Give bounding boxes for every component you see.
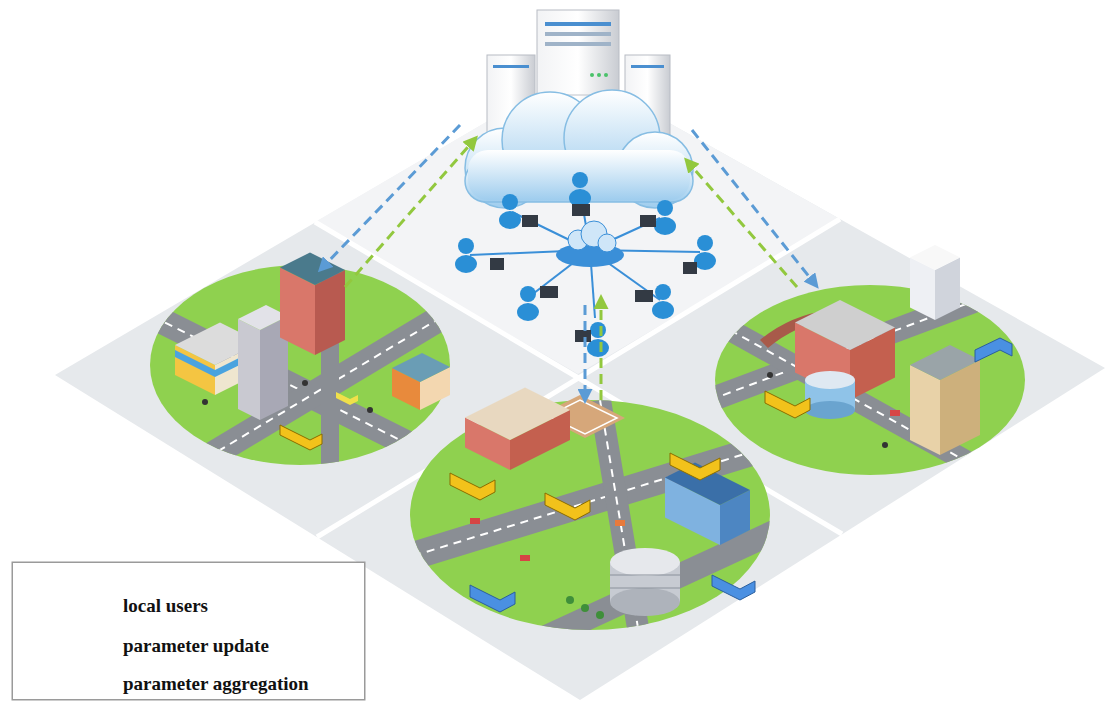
city-bottom xyxy=(610,588,680,589)
user-network xyxy=(490,258,504,270)
cloud-server xyxy=(493,65,529,68)
user-network xyxy=(697,235,713,251)
legend-samples xyxy=(10,562,365,700)
city-bottom xyxy=(610,588,680,616)
cloud-server xyxy=(545,32,611,36)
city-bottom xyxy=(670,453,720,480)
city-right xyxy=(765,391,810,418)
city-left xyxy=(140,253,470,481)
legend-row: local users xyxy=(13,591,364,621)
city-bottom xyxy=(520,555,530,561)
city-right xyxy=(805,401,855,419)
legend-samples xyxy=(12,562,365,700)
cloud-server xyxy=(604,73,608,77)
city-right xyxy=(890,410,900,416)
cloud-server xyxy=(590,73,594,77)
user-network xyxy=(502,194,518,210)
parameter-arrows xyxy=(600,300,603,400)
city-left xyxy=(367,407,373,413)
user-network xyxy=(640,215,656,227)
user-network xyxy=(590,322,606,338)
user-network xyxy=(572,172,588,188)
city-bottom xyxy=(465,388,570,441)
city-right xyxy=(795,300,895,350)
city-right xyxy=(975,338,1012,362)
parameter-arrows xyxy=(584,305,587,398)
user-network xyxy=(517,303,539,321)
city-bottom xyxy=(712,575,755,600)
parameter-arrows xyxy=(688,162,797,287)
user-network xyxy=(598,234,616,252)
user-network xyxy=(499,211,521,229)
user-network xyxy=(458,238,474,254)
city-right xyxy=(710,245,1030,480)
user-network xyxy=(575,330,591,342)
user-network xyxy=(522,215,538,227)
legend-box: local users parameter update parameter agg… xyxy=(12,562,365,700)
city-right xyxy=(767,372,773,378)
parameter-arrows xyxy=(692,130,815,284)
city-bottom xyxy=(566,596,574,604)
legend-row: parameter update xyxy=(13,631,364,661)
city-bottom xyxy=(540,520,800,640)
city-bottom xyxy=(545,493,590,520)
legend-text: parameter update xyxy=(123,635,269,657)
city-bottom xyxy=(470,585,515,612)
user-network xyxy=(654,217,676,235)
parameter-arrows xyxy=(322,125,460,268)
city-right xyxy=(710,280,1030,480)
city-bottom xyxy=(615,520,625,526)
city-right xyxy=(882,442,888,448)
user-network xyxy=(512,212,590,250)
city-left xyxy=(336,392,358,405)
user-network xyxy=(455,255,477,273)
city-bottom xyxy=(581,604,589,612)
city-right xyxy=(805,371,855,389)
cloud-server xyxy=(597,73,601,77)
city-right xyxy=(910,345,980,380)
city-left xyxy=(140,262,470,480)
cloud-server xyxy=(545,42,611,46)
user-network xyxy=(470,190,700,318)
city-bottom xyxy=(610,548,680,576)
user-network xyxy=(540,286,558,298)
city-bottom xyxy=(596,611,604,619)
city-right xyxy=(910,245,960,270)
user-network xyxy=(635,290,653,302)
city-left xyxy=(280,253,345,286)
city-bottom xyxy=(400,400,800,640)
cloud-shape xyxy=(465,90,693,208)
user-network xyxy=(683,262,697,274)
user-network xyxy=(490,204,697,342)
parameter-arrows xyxy=(345,140,474,287)
user-network xyxy=(655,284,671,300)
user-network xyxy=(652,301,674,319)
city-bottom xyxy=(470,518,480,524)
legend-text: local users xyxy=(123,595,208,617)
legend-row: parameter aggregation xyxy=(13,669,364,699)
cloud-shape xyxy=(465,90,693,208)
user-network xyxy=(572,204,590,216)
cloud-server xyxy=(631,65,664,68)
legend-text: parameter aggregation xyxy=(123,673,309,695)
user-network xyxy=(694,252,716,270)
city-left xyxy=(302,380,308,386)
cloud-server xyxy=(545,22,611,26)
city-bottom xyxy=(450,473,495,500)
city-left xyxy=(392,353,450,382)
parameter-arrows xyxy=(322,125,815,400)
user-network xyxy=(520,286,536,302)
city-left xyxy=(238,319,260,420)
city-left xyxy=(280,425,322,450)
user-network xyxy=(657,200,673,216)
city-right xyxy=(910,365,940,455)
city-bottom xyxy=(610,575,680,576)
city-left xyxy=(202,399,208,405)
